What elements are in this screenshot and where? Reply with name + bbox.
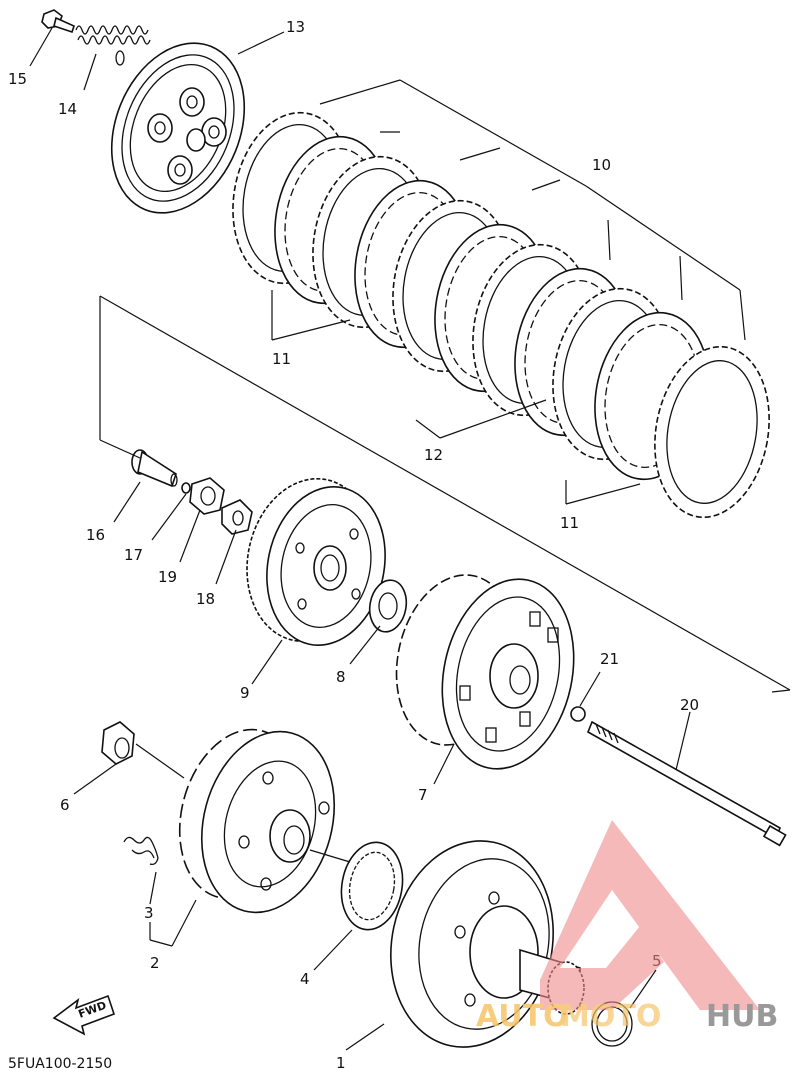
label-10: 10	[592, 156, 611, 174]
part-9-driven-gear	[246, 477, 386, 646]
plate-stack	[232, 111, 770, 519]
part-19-nut	[189, 477, 225, 515]
label-19: 19	[158, 568, 177, 586]
part-13-pressure-plate	[110, 42, 246, 214]
label-7: 7	[418, 786, 428, 804]
part-2-clutch-carrier	[178, 728, 336, 914]
part-7-clutch-boss	[395, 574, 575, 770]
label-16: 16	[86, 526, 105, 544]
label-13: 13	[286, 18, 305, 36]
part-17-ball	[181, 482, 191, 494]
watermark-triangle-icon	[540, 820, 760, 1010]
part-14-spring	[75, 25, 151, 66]
watermark-logo: AUTO MOTO HUB	[476, 820, 778, 1034]
part-21-ball	[570, 706, 586, 722]
label-3: 3	[144, 904, 154, 922]
label-18: 18	[196, 590, 215, 608]
label-14: 14	[58, 100, 77, 118]
group-frame-lines	[29, 27, 791, 1051]
part-15-bolt	[41, 9, 75, 34]
part-8-thrust-washer	[368, 579, 408, 633]
watermark-hub: HUB	[706, 999, 778, 1034]
part-18-lock-washer	[221, 499, 253, 535]
part-20-push-rod	[586, 720, 787, 847]
label-9: 9	[240, 684, 250, 702]
label-12: 12	[424, 446, 443, 464]
watermark-auto: AUTO	[476, 999, 569, 1034]
part-6-nut	[101, 721, 135, 765]
label-17: 17	[124, 546, 143, 564]
part-16-push-piece	[131, 449, 178, 488]
label-2: 2	[150, 954, 160, 972]
label-11-lower: 11	[560, 514, 579, 532]
label-4: 4	[300, 970, 310, 988]
label-21: 21	[600, 650, 619, 668]
friction-plate-last	[654, 345, 770, 519]
label-15: 15	[8, 70, 27, 88]
label-11-upper: 11	[272, 350, 291, 368]
label-1: 1	[336, 1054, 346, 1072]
watermark-moto: MOTO	[560, 999, 661, 1034]
label-6: 6	[60, 796, 70, 814]
part-4-one-way-bearing	[340, 841, 404, 931]
drawing-code: 5FUA100-2150	[8, 1056, 112, 1072]
label-8: 8	[336, 668, 346, 686]
fwd-arrow-icon: FWD	[52, 994, 116, 1036]
part-3-spring	[123, 836, 159, 866]
label-20: 20	[680, 696, 699, 714]
